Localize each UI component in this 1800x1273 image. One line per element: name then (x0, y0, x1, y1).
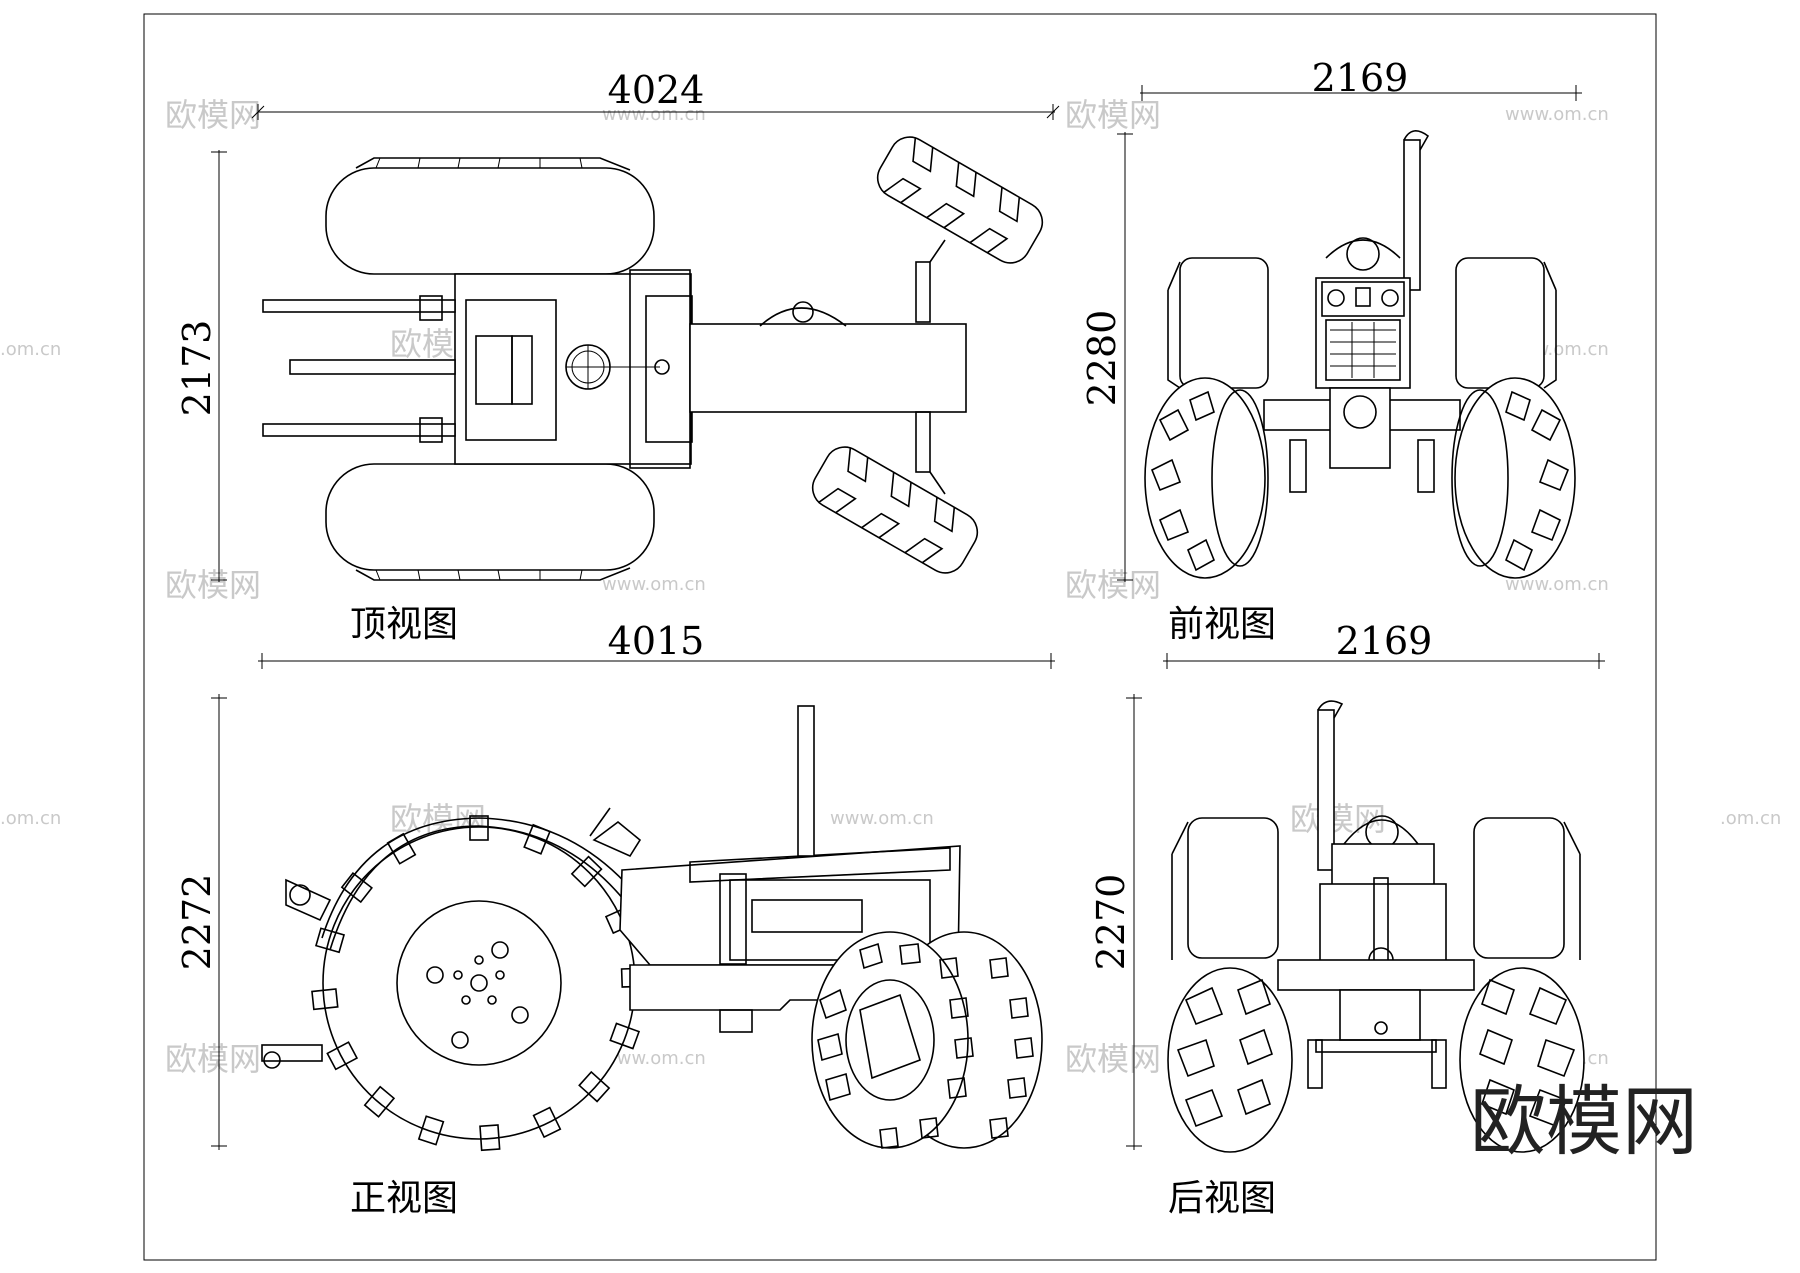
svg-text:www.om.cn: www.om.cn (602, 1048, 706, 1069)
svg-text:欧模网: 欧模网 (1290, 800, 1386, 838)
svg-text:www.om.cn: www.om.cn (602, 574, 706, 595)
svg-text:.om.cn: .om.cn (0, 339, 61, 360)
side-view-height-dimension: 2272 (175, 694, 227, 1150)
svg-text:欧模网: 欧模网 (1065, 566, 1161, 604)
side-view-length-value: 4015 (608, 619, 705, 663)
svg-text:www.om.cn: www.om.cn (1505, 104, 1609, 125)
svg-text:欧模网: 欧模网 (1065, 96, 1161, 134)
rear-view-width-value: 2169 (1336, 619, 1433, 663)
svg-text:www.om.cn: www.om.cn (830, 808, 934, 829)
svg-text:欧模网: 欧模网 (165, 1040, 261, 1078)
side-view-length-dimension: 4015 (258, 619, 1055, 669)
top-view-width-dimension: 2173 (175, 150, 227, 582)
rear-view-drawing (1167, 700, 1585, 1153)
top-view-width-value: 2173 (175, 320, 219, 417)
front-view-width-dimension: 2169 (1140, 56, 1582, 101)
svg-text:欧模网: 欧模网 (165, 566, 261, 604)
svg-text:www.om.cn: www.om.cn (1505, 574, 1609, 595)
side-view-height-value: 2272 (175, 874, 219, 971)
rear-view-height-value: 2270 (1089, 874, 1133, 971)
rear-view-height-dimension: 2270 (1089, 694, 1142, 1150)
top-view-drawing (262, 136, 1044, 581)
front-view-height-dimension: 2280 (1080, 132, 1133, 582)
svg-text:欧模网: 欧模网 (1065, 1040, 1161, 1078)
svg-text:.om.cn: .om.cn (0, 808, 61, 829)
brand-watermark: 欧模网 (1470, 1077, 1698, 1166)
svg-text:欧模网: 欧模网 (165, 96, 261, 134)
top-view-length-dimension: 4024 (251, 68, 1060, 120)
front-view-width-value: 2169 (1312, 56, 1409, 100)
rear-view-label: 后视图 (1168, 1178, 1276, 1219)
front-view-label: 前视图 (1168, 604, 1276, 645)
top-view-label: 顶视图 (350, 604, 458, 645)
rear-view-width-dimension: 2169 (1163, 619, 1605, 669)
top-view-length-value: 4024 (608, 68, 705, 112)
front-view-height-value: 2280 (1080, 310, 1124, 407)
svg-text:www.om.cn: www.om.cn (602, 104, 706, 125)
front-view-drawing (1144, 130, 1576, 579)
drawing-frame (143, 13, 1657, 1261)
side-view-label: 正视图 (350, 1178, 458, 1219)
svg-text:.om.cn: .om.cn (1720, 808, 1781, 829)
side-view-drawing (261, 705, 1043, 1152)
